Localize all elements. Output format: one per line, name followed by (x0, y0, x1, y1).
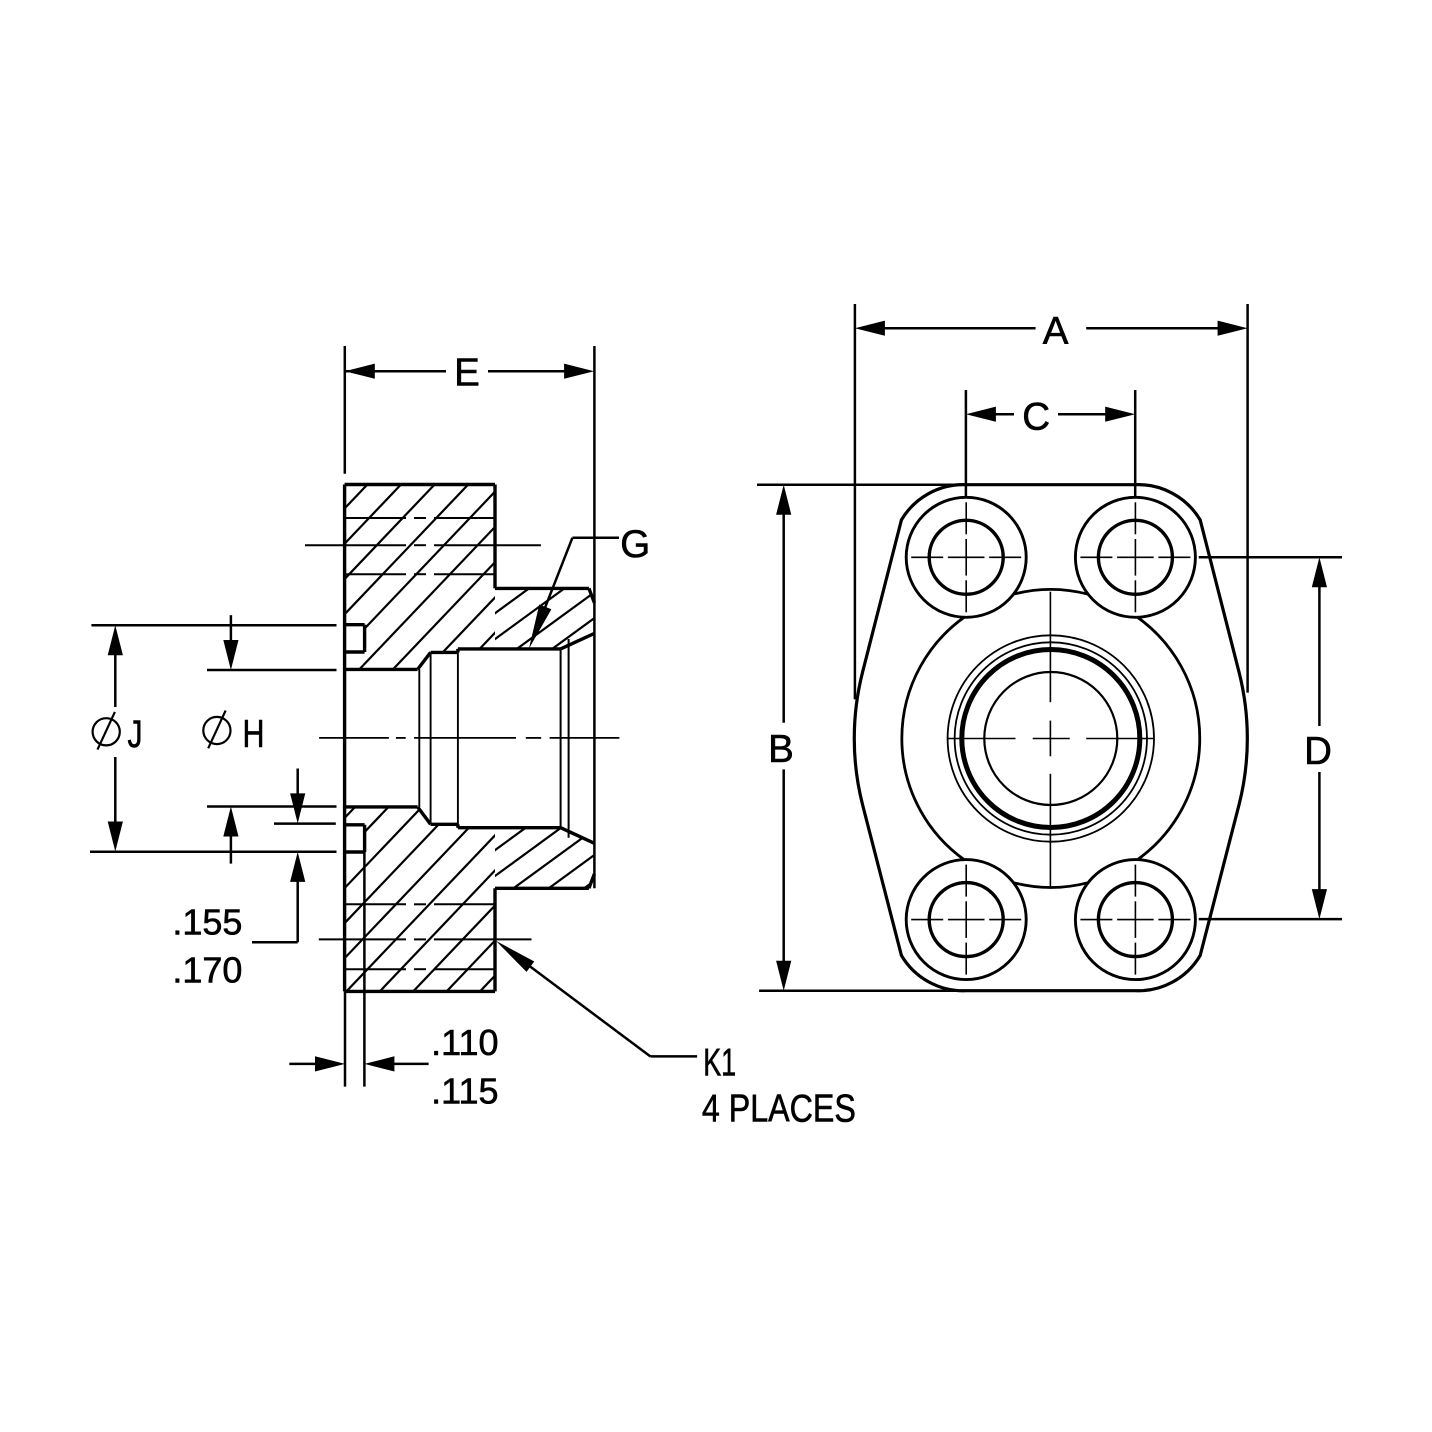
svg-text:C: C (1022, 396, 1050, 439)
svg-text:J: J (128, 713, 143, 756)
svg-text:G: G (620, 523, 650, 566)
svg-text:.155: .155 (172, 901, 242, 942)
svg-text:K1: K1 (703, 1042, 736, 1085)
svg-text:H: H (243, 713, 265, 756)
svg-text:.170: .170 (172, 950, 242, 991)
svg-text:4 PLACES: 4 PLACES (702, 1088, 856, 1131)
svg-text:.110: .110 (431, 1022, 498, 1063)
svg-text:.115: .115 (431, 1071, 498, 1112)
svg-text:B: B (768, 728, 794, 771)
svg-text:A: A (1043, 310, 1069, 353)
svg-text:E: E (454, 352, 480, 395)
svg-text:D: D (1304, 730, 1332, 773)
